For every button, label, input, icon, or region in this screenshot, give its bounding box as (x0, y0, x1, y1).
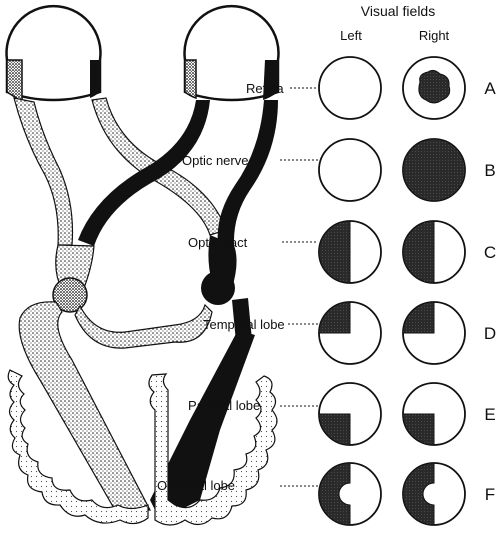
occipital-cortex-right (148, 373, 278, 526)
label-optic-tract: Optic tract (188, 235, 248, 250)
label-optic-nerve: Optic nerve (182, 153, 248, 168)
label-parietal-lobe: Parietal lobe (188, 398, 260, 413)
field-defect (402, 220, 435, 284)
right-temporal-radiation (232, 298, 252, 342)
label-temporal-lobe: Temporal lobe (203, 317, 285, 332)
left-geniculate-body (52, 277, 88, 313)
visual-field-a-right (402, 56, 466, 120)
row-letter-c: C (484, 243, 496, 262)
column-left-header: Left (340, 28, 362, 43)
visual-field-grid: A B C D E F (318, 56, 496, 526)
visual-field-c-right (402, 220, 466, 284)
right-geniculate-body (201, 271, 235, 305)
left-eye (5, 4, 102, 104)
field-defect (402, 413, 435, 446)
visual-field-d-left (318, 301, 382, 365)
field-defect (318, 462, 351, 526)
visual-field-e-left (318, 382, 382, 446)
row-letter-d: D (484, 324, 496, 343)
visual-field-b-right (402, 138, 466, 202)
row-letter-a: A (484, 79, 496, 98)
right-eye (183, 4, 280, 102)
label-leaders (280, 87, 318, 487)
optic-radiations (18, 301, 255, 520)
column-right-header: Right (419, 28, 450, 43)
field-defect (402, 138, 466, 202)
row-letter-e: E (484, 405, 495, 424)
visual-field-d-right (402, 301, 466, 365)
field-defect (318, 220, 351, 284)
visual-field-f-right (402, 462, 466, 526)
visual-field-e-right (402, 382, 466, 446)
meyer-loop (74, 303, 213, 349)
label-retina: Retina (246, 81, 284, 96)
visual-field-f-left (318, 462, 382, 526)
optic-nerves (13, 97, 278, 246)
field-outline (318, 56, 382, 120)
visual-fields-title: Visual fields (361, 3, 435, 19)
visual-field-a-left (318, 56, 382, 120)
row-letter-b: B (484, 161, 495, 180)
visual-field-c-left (318, 220, 382, 284)
label-occipital-lobe: Occipital lobe (157, 478, 235, 493)
field-outline (318, 138, 382, 202)
field-defect (318, 413, 351, 446)
field-defect (418, 69, 451, 104)
row-letter-f: F (485, 485, 495, 504)
field-defect (318, 301, 351, 334)
occipital-cortex-left (7, 369, 149, 525)
field-defect (402, 301, 435, 334)
field-defect (402, 462, 435, 526)
visual-field-b-left (318, 138, 382, 202)
